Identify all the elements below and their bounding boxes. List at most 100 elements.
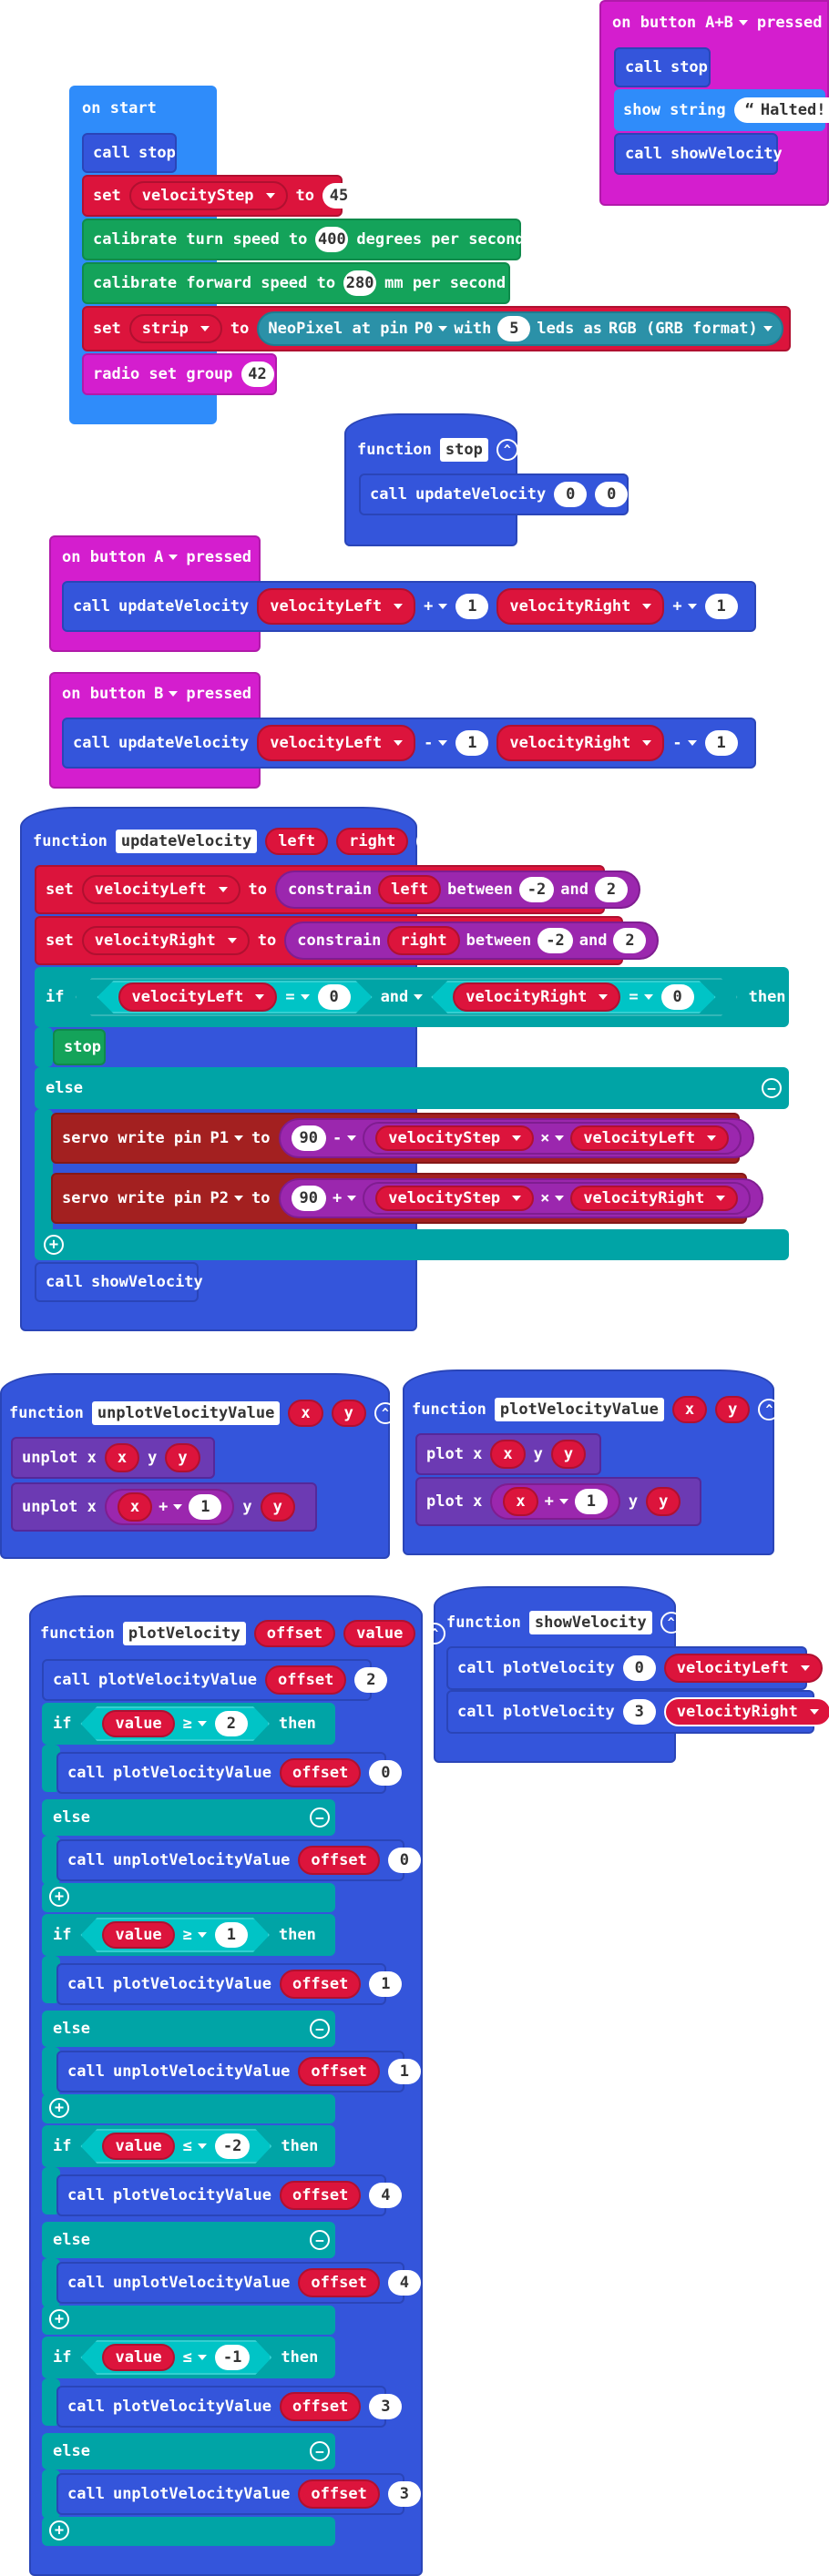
- number-input[interactable]: -2: [215, 2133, 250, 2159]
- collapse-icon[interactable]: ^: [374, 1402, 396, 1424]
- number-input[interactable]: 0: [387, 1848, 421, 1873]
- number-input[interactable]: 1: [574, 1489, 608, 1514]
- variable-dropdown[interactable]: velocityLeft: [257, 725, 416, 761]
- set-strip-block[interactable]: set strip to NeoPixel at pin P0 with 5 l…: [82, 306, 791, 351]
- variable-y[interactable]: y: [550, 1440, 587, 1469]
- pin-dropdown[interactable]: P2: [210, 1189, 244, 1207]
- operator-dropdown[interactable]: =: [629, 988, 652, 1006]
- set-velocityleft-block[interactable]: set velocityLeft to constrain left betwe…: [35, 865, 640, 914]
- param-x[interactable]: x: [671, 1396, 708, 1423]
- button-dropdown[interactable]: A+B: [705, 14, 748, 32]
- variable-value[interactable]: value: [102, 2344, 174, 2371]
- param-left[interactable]: left: [265, 828, 329, 855]
- variable-left[interactable]: left: [378, 875, 442, 904]
- number-input[interactable]: 42: [241, 361, 274, 387]
- variable-offset[interactable]: offset: [298, 2479, 380, 2509]
- remove-else-icon[interactable]: −: [310, 2230, 330, 2250]
- operator-dropdown[interactable]: ×: [540, 1129, 565, 1147]
- add-branch-icon[interactable]: +: [49, 1887, 69, 1907]
- variable-offset[interactable]: offset: [298, 2057, 380, 2086]
- function-name[interactable]: updateVelocity: [115, 830, 258, 853]
- operator-dropdown[interactable]: +: [333, 1189, 357, 1207]
- math-block[interactable]: x + 1: [490, 1483, 620, 1520]
- number-input[interactable]: 90: [291, 1186, 326, 1211]
- number-input[interactable]: -2: [537, 928, 573, 953]
- number-input[interactable]: -1: [215, 2345, 250, 2370]
- servo-write-p2-block[interactable]: servo write pin P2 to 90 + velocityStep …: [51, 1173, 764, 1224]
- plot-block[interactable]: plot x x + 1 y y: [415, 1477, 701, 1526]
- neopixel-block[interactable]: NeoPixel at pin P0 with 5 leds as RGB (G…: [257, 311, 783, 346]
- variable-dropdown[interactable]: velocityRight: [81, 926, 250, 955]
- number-input[interactable]: 1: [704, 594, 738, 619]
- button-dropdown[interactable]: A: [154, 548, 179, 566]
- variable-dropdown[interactable]: velocityLeft: [663, 1654, 823, 1683]
- constrain-block[interactable]: constrain left between -2 and 2: [275, 871, 640, 909]
- compare-condition[interactable]: value ≥ 1: [80, 1918, 269, 1952]
- operator-dropdown[interactable]: -: [672, 734, 697, 752]
- unplot-block[interactable]: unplot x x y y: [11, 1437, 215, 1479]
- compare-condition[interactable]: value ≤ -1: [80, 2340, 271, 2375]
- operator-dropdown[interactable]: +: [424, 597, 448, 616]
- number-input[interactable]: 1: [704, 730, 738, 756]
- operator-dropdown[interactable]: =: [285, 988, 309, 1006]
- unplot-block[interactable]: unplot x x + 1 y y: [11, 1482, 317, 1532]
- variable-offset[interactable]: offset: [264, 1665, 347, 1695]
- compare-condition[interactable]: value ≤ -2: [80, 2129, 271, 2164]
- param-y[interactable]: y: [715, 1396, 751, 1423]
- number-input[interactable]: 4: [369, 2183, 403, 2208]
- operator-dropdown[interactable]: ≤: [183, 2348, 207, 2367]
- set-velocityright-block[interactable]: set velocityRight to constrain right bet…: [35, 916, 660, 965]
- remove-else-icon[interactable]: −: [310, 1807, 330, 1828]
- operator-dropdown[interactable]: +: [159, 1498, 183, 1516]
- remove-else-icon[interactable]: −: [310, 2019, 330, 2039]
- string-input[interactable]: “Halted!”: [733, 97, 829, 123]
- number-input[interactable]: 5: [497, 316, 531, 341]
- variable-dropdown[interactable]: velocityStep: [375, 1125, 535, 1151]
- remove-else-icon[interactable]: −: [762, 1078, 782, 1098]
- math-block[interactable]: velocityStep × velocityRight: [363, 1182, 752, 1215]
- add-branch-icon[interactable]: +: [49, 2098, 69, 2118]
- number-input[interactable]: 400: [315, 227, 349, 252]
- number-input[interactable]: 3: [622, 1699, 656, 1725]
- constrain-block[interactable]: constrain right between -2 and 2: [284, 921, 660, 960]
- stop-block[interactable]: stop: [53, 1029, 106, 1065]
- number-input[interactable]: 3: [369, 2394, 403, 2419]
- add-branch-icon[interactable]: +: [49, 2309, 69, 2329]
- number-input[interactable]: 0: [622, 1655, 656, 1681]
- math-block[interactable]: velocityStep × velocityLeft: [363, 1122, 742, 1155]
- variable-dropdown[interactable]: velocityRight: [570, 1186, 739, 1211]
- param-value[interactable]: value: [343, 1620, 416, 1647]
- number-input[interactable]: 2: [215, 1711, 248, 1736]
- show-string-block[interactable]: show string “Halted!”: [614, 89, 829, 131]
- variable-y[interactable]: y: [646, 1487, 681, 1516]
- variable-dropdown[interactable]: velocityRight: [663, 1697, 829, 1726]
- variable-y[interactable]: y: [260, 1492, 295, 1522]
- number-input[interactable]: 1: [455, 730, 489, 756]
- function-name[interactable]: showVelocity: [528, 1611, 652, 1634]
- number-input[interactable]: 4: [387, 2270, 421, 2296]
- number-input[interactable]: -2: [518, 877, 555, 902]
- number-input[interactable]: 1: [369, 1971, 403, 1997]
- compare-condition[interactable]: value ≥ 2: [80, 1706, 269, 1741]
- operator-dropdown[interactable]: +: [672, 597, 697, 616]
- variable-dropdown[interactable]: velocityLeft: [81, 875, 241, 904]
- logic-dropdown[interactable]: and: [381, 988, 424, 1006]
- param-right[interactable]: right: [336, 828, 409, 855]
- variable-offset[interactable]: offset: [298, 1846, 380, 1875]
- number-input[interactable]: 1: [455, 594, 489, 619]
- operator-dropdown[interactable]: -: [333, 1129, 357, 1147]
- number-input[interactable]: 2: [613, 928, 647, 953]
